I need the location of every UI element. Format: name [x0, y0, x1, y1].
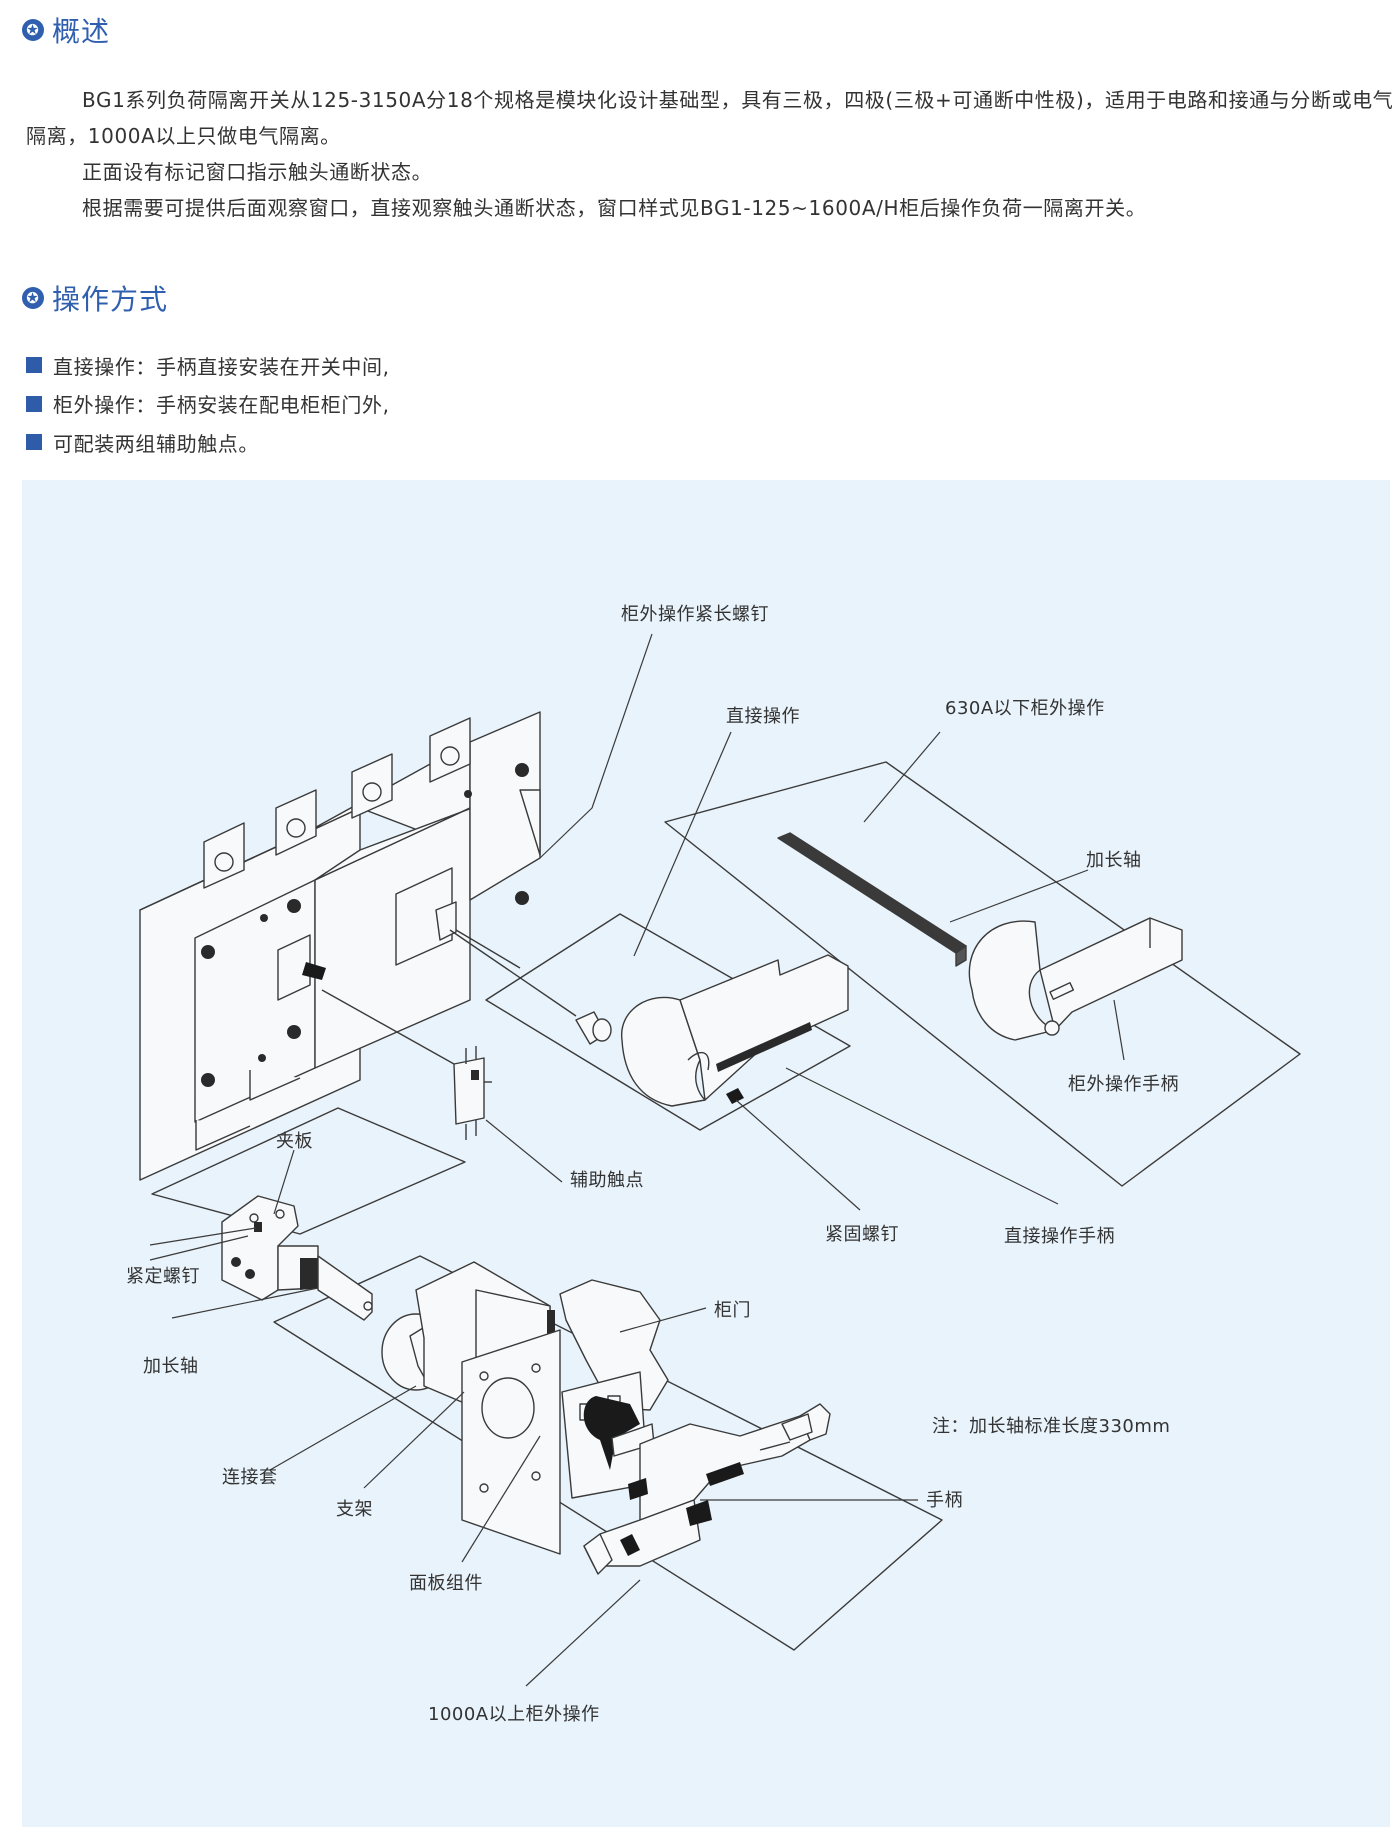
section-operation-title: 操作方式 — [52, 283, 169, 316]
leader-lines — [149, 633, 1125, 1687]
label-coupling: 连接套 — [222, 1467, 278, 1488]
overview-paragraph: 正面设有标记窗口指示触头通断状态。 — [82, 160, 433, 184]
star-bullet-icon: ✪ — [22, 19, 44, 41]
label-handle: 手柄 — [926, 1490, 963, 1511]
square-bullet-icon — [26, 395, 42, 412]
label-direct-handle: 直接操作手柄 — [1004, 1226, 1115, 1247]
label-fastening-screw: 紧固螺钉 — [825, 1224, 899, 1245]
switch-body — [139, 711, 541, 1181]
coupling-knob — [575, 1011, 612, 1045]
label-set-screw: 紧定螺钉 — [126, 1266, 200, 1287]
section-overview-title: 概述 — [52, 15, 111, 48]
square-bullet-icon — [26, 357, 42, 374]
label-outside-handle: 柜外操作手柄 — [1068, 1074, 1179, 1095]
label-bracket: 支架 — [336, 1499, 373, 1520]
label-clamp-plate: 夹板 — [276, 1131, 313, 1152]
label-extension-shaft-bottom: 加长轴 — [143, 1356, 199, 1377]
label-panel-assembly: 面板组件 — [409, 1573, 483, 1594]
square-bullet-icon — [26, 434, 42, 451]
outside-handle-top — [968, 917, 1183, 1041]
list-item: 柜外操作：手柄安装在配电柜柜门外, — [26, 385, 390, 424]
door-handle-mount — [561, 1371, 655, 1499]
auxiliary-contact — [453, 1046, 492, 1140]
label-auxiliary-contact: 辅助触点 — [570, 1170, 644, 1191]
panel-plane-direct — [485, 913, 851, 1131]
overview-paragraph: 根据需要可提供后面观察窗口，直接观察触头通断状态，窗口样式见BG1-125~16… — [82, 196, 1147, 220]
overview-paragraph: BG1系列负荷隔离开关从125-3150A分18个规格是模块化设计基础型，具有三… — [26, 88, 1394, 148]
mounting-holes — [201, 763, 529, 1087]
operation-bullet-list: 直接操作：手柄直接安装在开关中间, 柜外操作：手柄安装在配电柜柜门外, 可配装两… — [26, 346, 390, 462]
terminal-lugs — [203, 717, 471, 889]
label-extension-shaft-top: 加长轴 — [1086, 850, 1142, 871]
diagram-panel — [22, 480, 1390, 1827]
label-note: 注：加长轴标准长度330mm — [932, 1416, 1170, 1437]
list-item: 直接操作：手柄直接安装在开关中间, — [26, 346, 390, 385]
panel-plane-630 — [664, 761, 1301, 1187]
outside-handle-bottom — [583, 1403, 831, 1575]
clamp-assembly — [221, 1195, 373, 1321]
section-operation-heading: ✪ 操作方式 — [22, 278, 168, 318]
list-item: 可配装两组辅助触点。 — [26, 423, 390, 462]
label-above-1000: 1000A以上柜外操作 — [428, 1704, 600, 1725]
label-long-screw: 柜外操作紧长螺钉 — [621, 604, 769, 625]
star-bullet-icon: ✪ — [22, 287, 44, 309]
label-direct-operation: 直接操作 — [726, 706, 800, 727]
overview-text: BG1系列负荷隔离开关从125-3150A分18个规格是模块化设计基础型，具有三… — [26, 82, 1396, 226]
label-below-630: 630A以下柜外操作 — [945, 698, 1105, 719]
panel-assembly — [461, 1329, 561, 1555]
direct-handle — [621, 954, 849, 1107]
label-cabinet-door: 柜门 — [714, 1300, 751, 1321]
section-overview-heading: ✪ 概述 — [22, 10, 110, 50]
